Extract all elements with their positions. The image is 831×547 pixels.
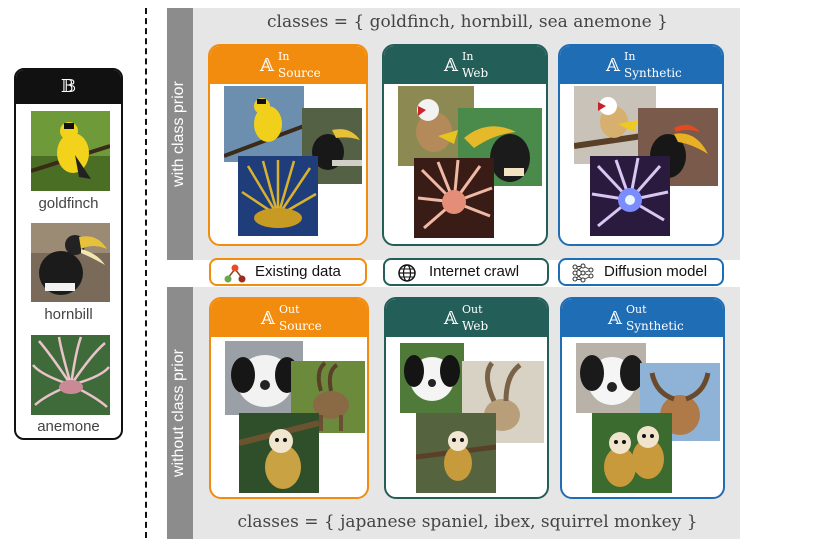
top-classes-line: classes = { goldfinch, hornbill, sea ane… bbox=[267, 12, 668, 32]
sea-anemone-photo bbox=[238, 156, 318, 236]
b-item-label: goldfinch bbox=[38, 195, 99, 212]
card-header: 𝔸 Out Synthetic bbox=[562, 299, 723, 337]
hornbill-photo bbox=[31, 223, 110, 302]
legend-label: Internet crawl bbox=[429, 263, 520, 280]
card-in-source: 𝔸 In Source bbox=[208, 44, 368, 246]
card-in-web: 𝔸 In Web bbox=[382, 44, 548, 246]
b-item-label: hornbill bbox=[44, 306, 93, 323]
card-header: 𝔸 In Synthetic bbox=[560, 46, 722, 84]
goldfinch-photo bbox=[224, 86, 304, 162]
squirrel-monkey-photo bbox=[416, 413, 496, 493]
dashed-divider bbox=[145, 8, 147, 538]
goldfinch-photo bbox=[31, 111, 110, 191]
japanese-spaniel-photo bbox=[225, 341, 303, 415]
card-out-web: 𝔸 Out Web bbox=[384, 297, 549, 499]
top-side-strip bbox=[167, 8, 193, 260]
card-header: 𝔸 In Source bbox=[210, 46, 366, 84]
network-icon bbox=[572, 263, 594, 283]
legend-existing-data: Existing data bbox=[209, 258, 367, 286]
dataset-tree-icon bbox=[224, 264, 246, 283]
anemone-photo bbox=[31, 335, 110, 415]
bottom-side-strip bbox=[167, 287, 193, 539]
without-class-prior-label: without class prior bbox=[170, 348, 187, 478]
ibex-photo bbox=[291, 361, 365, 433]
b-dataset-panel: 𝔹 goldfinch hornbill anemone bbox=[14, 68, 123, 440]
legend-diffusion-model: Diffusion model bbox=[558, 258, 724, 286]
japanese-spaniel-photo bbox=[576, 343, 646, 413]
sea-anemone-photo bbox=[590, 156, 670, 236]
card-out-synthetic: 𝔸 Out Synthetic bbox=[560, 297, 725, 499]
sea-anemone-photo bbox=[414, 158, 494, 238]
squirrel-monkey-photo bbox=[239, 413, 319, 493]
card-in-synthetic: 𝔸 In Synthetic bbox=[558, 44, 724, 246]
japanese-spaniel-photo bbox=[400, 343, 464, 413]
card-header: 𝔸 In Web bbox=[384, 46, 546, 84]
b-item-label: anemone bbox=[37, 418, 100, 435]
b-panel-header: 𝔹 bbox=[16, 70, 121, 104]
card-out-source: 𝔸 Out Source bbox=[209, 297, 369, 499]
squirrel-monkey-photo bbox=[592, 413, 672, 493]
globe-icon bbox=[398, 264, 416, 282]
legend-internet-crawl: Internet crawl bbox=[383, 258, 549, 286]
with-class-prior-label: with class prior bbox=[170, 81, 187, 187]
card-header: 𝔸 Out Source bbox=[211, 299, 367, 337]
legend-label: Existing data bbox=[255, 263, 341, 280]
card-header: 𝔸 Out Web bbox=[386, 299, 547, 337]
legend-label: Diffusion model bbox=[604, 263, 708, 280]
bottom-classes-line: classes = { japanese spaniel, ibex, squi… bbox=[237, 512, 698, 532]
